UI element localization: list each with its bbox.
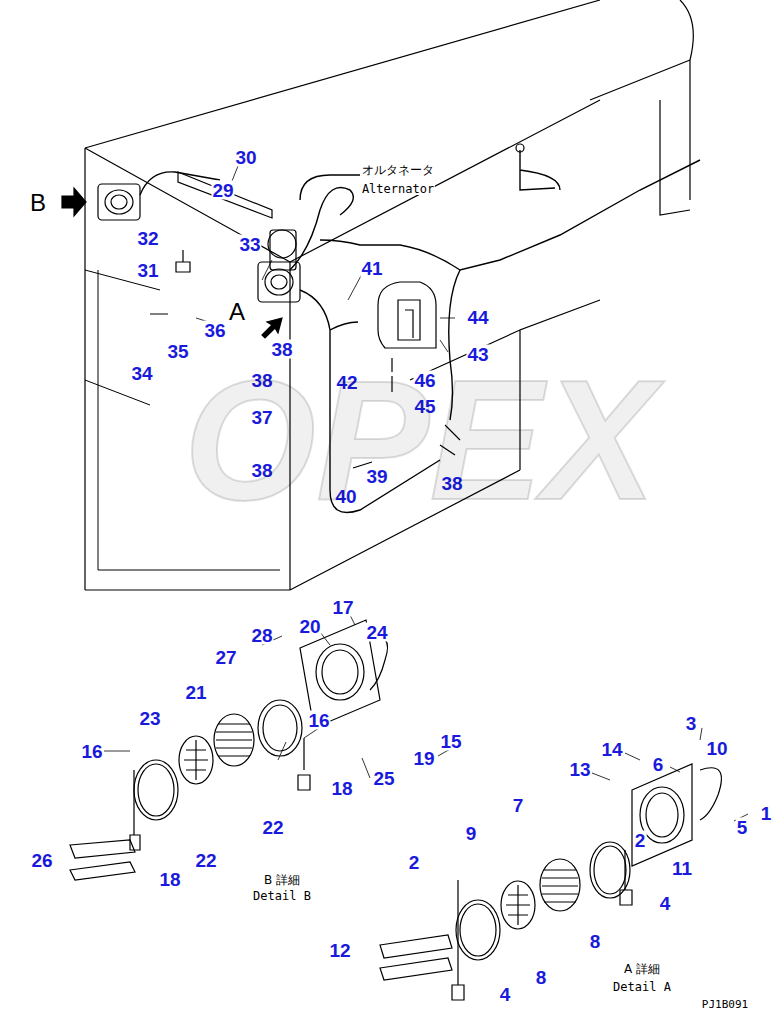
callout-number: 4 [499,985,512,1004]
step [660,100,690,215]
callout-number: 15 [439,732,462,751]
bracket [178,172,272,218]
detail-caption: A 詳細 [623,963,661,975]
callout-number: 24 [365,623,388,642]
callout-number: 13 [568,760,591,779]
callout-number: 21 [184,683,207,702]
callout-number: 30 [234,148,257,167]
headlight-b [98,184,140,220]
callout-number: 32 [136,229,159,248]
callout-number: 8 [589,932,602,951]
callout-number: 26 [30,851,53,870]
callout-number: 36 [203,321,226,340]
callout-number: 8 [535,968,548,987]
callout-number: 22 [194,851,217,870]
callout-number: 17 [331,598,354,617]
view-arrow-b [62,188,86,216]
connector [516,144,524,152]
callout-number: 31 [136,261,159,280]
callout-number: 3 [685,714,698,733]
callout-number: 4 [659,894,672,913]
detail-b [70,620,388,880]
callout-number: 18 [330,779,353,798]
callout-number: 6 [652,755,665,774]
callout-number: 7 [512,796,525,815]
part-note: Alternator [361,183,435,195]
detail-a [380,764,721,1000]
view-letter: B [29,191,47,215]
callout-number: 1 [760,804,773,823]
watermark: OPEX [184,355,656,525]
callout-number: 2 [408,853,421,872]
part-note: オルタネータ [361,164,435,176]
callout-number: 12 [328,941,351,960]
callout-number: 9 [465,824,478,843]
callout-number: 14 [600,740,623,759]
callout-number: 44 [466,308,489,327]
callout-number: 19 [412,749,435,768]
callout-number: 28 [250,626,273,645]
view-letter: A [228,300,246,324]
callout-number: 2 [634,831,647,850]
callout-number: 22 [261,818,284,837]
drawing-code: PJ1B091 [702,999,748,1010]
callout-number: 5 [736,818,749,837]
callout-number: 33 [238,235,261,254]
callout-number: 16 [307,711,330,730]
callout-number: 29 [211,181,234,200]
callout-number: 25 [372,769,395,788]
callout-number: 23 [138,709,161,728]
callout-number: 27 [214,648,237,667]
leader-lines [104,166,748,821]
view-arrow-a [262,318,282,338]
callout-number: 20 [298,617,321,636]
callout-number: 16 [80,742,103,761]
detail-caption: Detail B [252,890,312,902]
callout-number: 10 [705,739,728,758]
body-outline [85,0,693,590]
detail-caption: B 詳細 [263,874,301,886]
callout-number: 18 [158,870,181,889]
callout-number: 11 [671,859,693,878]
detail-caption: Detail A [612,981,672,993]
callout-number: 34 [130,364,153,383]
callout-number: 41 [360,259,383,278]
